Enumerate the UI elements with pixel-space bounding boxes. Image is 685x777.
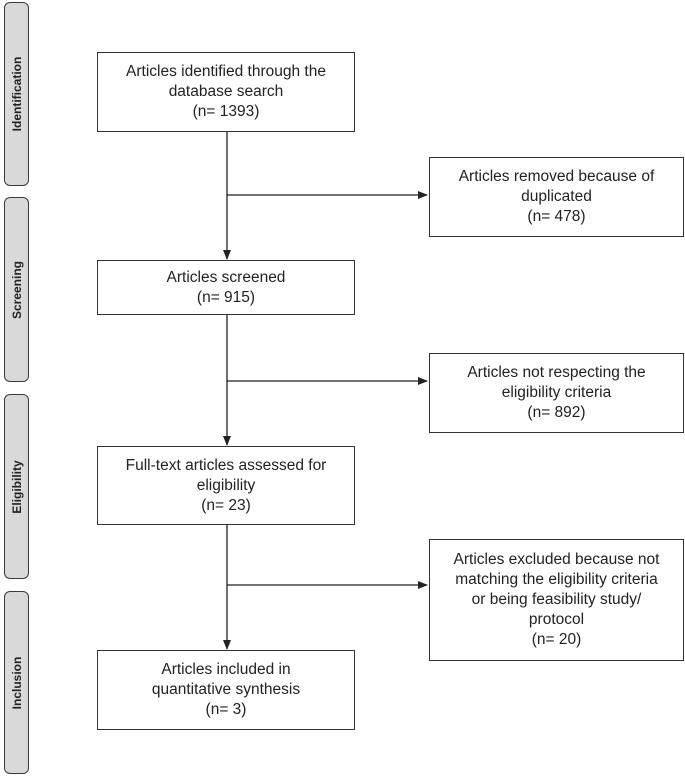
- phase-eligibility: Eligibility: [4, 394, 29, 579]
- box-text-line: Articles excluded because not: [453, 551, 660, 568]
- box-text-line: database search: [168, 83, 284, 100]
- box-articles-screened: Articles screened (n= 915): [97, 260, 355, 315]
- phase-inclusion: Inclusion: [4, 591, 29, 774]
- box-text-line: Articles removed because of: [458, 168, 655, 185]
- box-text-line: Articles screened: [166, 268, 286, 286]
- box-count: (n= 892): [527, 404, 586, 421]
- box-duplicates-removed: Articles removed because of duplicated (…: [429, 157, 684, 237]
- box-text-line: eligibility: [196, 476, 256, 494]
- box-count: (n= 23): [201, 496, 251, 514]
- box-not-respecting-criteria: Articles not respecting the eligibility …: [429, 353, 684, 433]
- box-text-line: Full-text articles assessed for: [125, 456, 327, 474]
- phase-identification: Identification: [4, 2, 29, 186]
- box-fulltext-assessed: Full-text articles assessed for eligibil…: [97, 446, 355, 525]
- box-text-line: quantitative synthesis: [151, 681, 301, 698]
- box-text-line: duplicated: [521, 188, 592, 205]
- box-count: (n= 915): [196, 288, 256, 306]
- phase-screening: Screening: [4, 197, 29, 382]
- box-text-line: or being feasibility study/: [471, 591, 642, 608]
- box-text-line: Articles identified through the: [126, 63, 326, 80]
- box-text-line: eligibility criteria: [501, 384, 612, 401]
- box-text-line: protocol: [528, 611, 585, 628]
- box-text-line: Articles not respecting the: [467, 364, 646, 381]
- box-count: (n= 1393): [192, 103, 260, 120]
- box-text-line: matching the eligibility criteria: [455, 571, 658, 588]
- box-count: (n= 3): [205, 701, 247, 718]
- box-text-line: Articles included in: [161, 661, 291, 678]
- box-articles-identified: Articles identified through the database…: [97, 52, 355, 132]
- box-articles-excluded: Articles excluded because not matching t…: [429, 539, 684, 661]
- box-count: (n= 478): [527, 208, 586, 225]
- box-count: (n= 20): [531, 631, 582, 648]
- box-articles-included: Articles included in quantitative synthe…: [97, 650, 355, 730]
